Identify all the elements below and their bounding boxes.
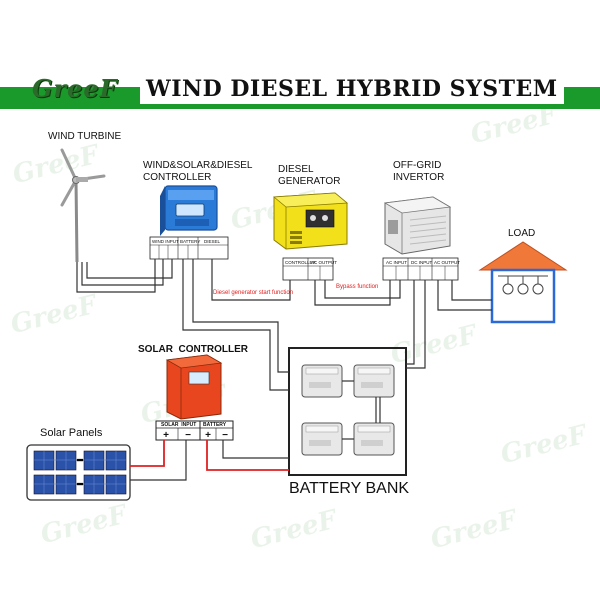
diesel-start-annotation: Diesel generator start function [213, 290, 294, 296]
battery-icon [301, 364, 343, 398]
wind-turbine-icon [60, 148, 106, 263]
load-label: LOAD [508, 228, 536, 239]
svg-text:−: − [222, 430, 228, 441]
hybrid-controller [160, 185, 218, 236]
bypass-annotation: Bypass function [336, 284, 379, 290]
positive-wiring [130, 440, 289, 471]
brand-logo: GreeF [32, 74, 118, 103]
page-title: WIND DIESEL HYBRID SYSTEM [140, 74, 564, 104]
terminal-wind-input: WIND INPUT [152, 239, 179, 244]
controller-terminal-block [149, 236, 229, 260]
svg-text:−: − [185, 430, 191, 441]
terminal-ac-output: AC OUTPUT [434, 260, 461, 265]
generator-terminal-block [282, 257, 334, 281]
off-grid-inverter-icon [383, 196, 452, 255]
svg-text:+: + [205, 430, 211, 441]
wind-turbine-label: WIND TURBINE [48, 131, 122, 142]
solar-panels-label: Solar Panels [40, 427, 103, 439]
terminal-diesel: DIESEL [204, 239, 221, 244]
inverter-label: OFF-GRID INVERTOR [393, 160, 445, 183]
terminal-ac-input: AC INPUT [386, 260, 408, 265]
light-bulb-icon [502, 276, 514, 295]
terminal-battery: BATTERY [180, 239, 201, 244]
diesel-generator-label: DIESEL GENERATOR [278, 164, 341, 187]
diesel-generator-icon [272, 192, 349, 250]
battery-bank-label: BATTERY BANK [289, 480, 410, 497]
terminal-ac-output: AC OUTPUT [311, 260, 338, 265]
battery-bank-frame [288, 347, 407, 476]
inverter-terminal-block [382, 257, 459, 281]
terminal-solar-input: SOLAR INPUT [161, 422, 197, 428]
terminal-symbols: + − + − [163, 430, 228, 441]
battery-icon [353, 364, 395, 398]
terminal-battery: BATTERY [203, 422, 227, 428]
battery-icon [353, 422, 395, 456]
battery-icon [301, 422, 343, 456]
solar-controller-terminal-block [155, 420, 234, 441]
wiring [76, 259, 492, 481]
light-bulb-icon [532, 276, 544, 295]
solar-panel-array [26, 444, 131, 501]
solar-controller-label: SOLAR CONTROLLER [138, 344, 248, 355]
light-bulb-icon [517, 276, 529, 295]
terminal-controller: CONTROLLER [285, 260, 316, 265]
svg-text:+: + [163, 430, 169, 441]
terminal-dc-input: DC INPUT [411, 260, 433, 265]
solar-controller-icon [165, 354, 223, 420]
hybrid-controller-label: WIND&SOLAR&DIESEL CONTROLLER [143, 160, 253, 183]
